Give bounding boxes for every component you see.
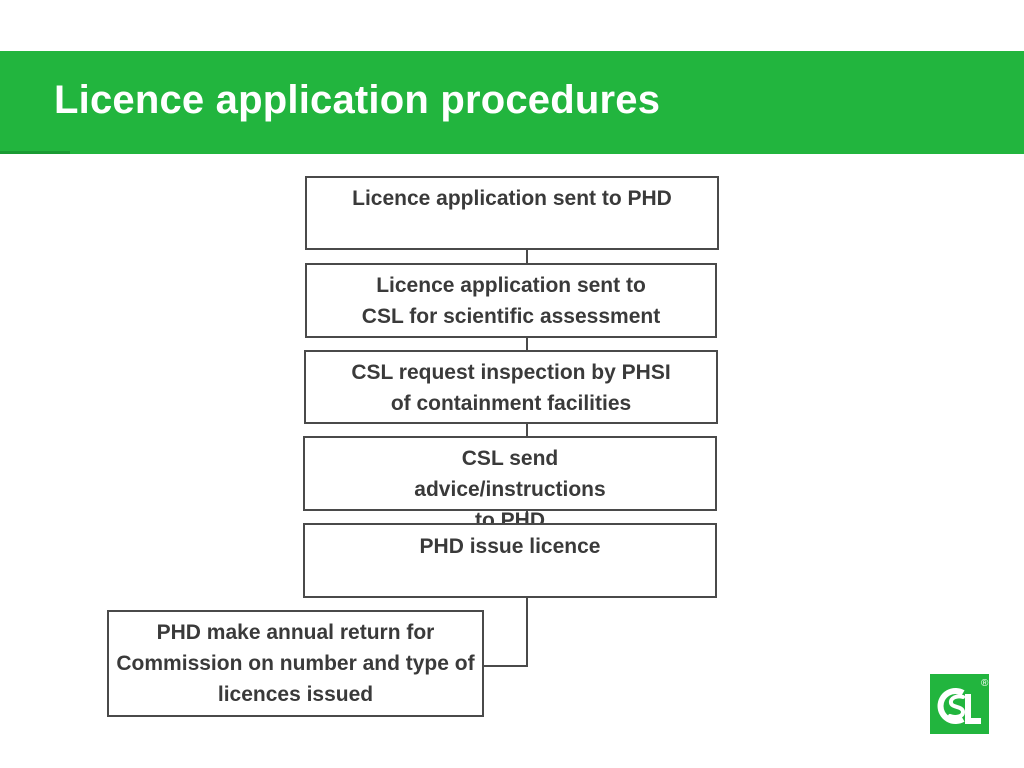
flow-step-1: Licence application sent to PHD [305, 176, 719, 250]
slide-title: Licence application procedures [54, 78, 661, 122]
connector-5-6-horizontal [483, 665, 528, 667]
registered-mark: ® [981, 678, 989, 689]
connector-1-2 [526, 249, 528, 264]
title-bar [0, 51, 1024, 154]
flow-step-5: PHD issue licence [303, 523, 717, 598]
connector-2-3 [526, 337, 528, 351]
flow-step-2: Licence application sent to CSL for scie… [305, 263, 717, 338]
flow-step-3: CSL request inspection by PHSI of contai… [304, 350, 718, 424]
connector-3-4 [526, 423, 528, 437]
connector-4-5 [526, 510, 528, 524]
flow-step-4: CSL send advice/instructions to PHD [303, 436, 717, 532]
title-bar-accent [0, 151, 70, 154]
csl-logo-icon: ® [930, 674, 989, 734]
flow-step-final: PHD make annual return for Commission on… [107, 610, 484, 717]
connector-5-6-vertical [526, 597, 528, 667]
